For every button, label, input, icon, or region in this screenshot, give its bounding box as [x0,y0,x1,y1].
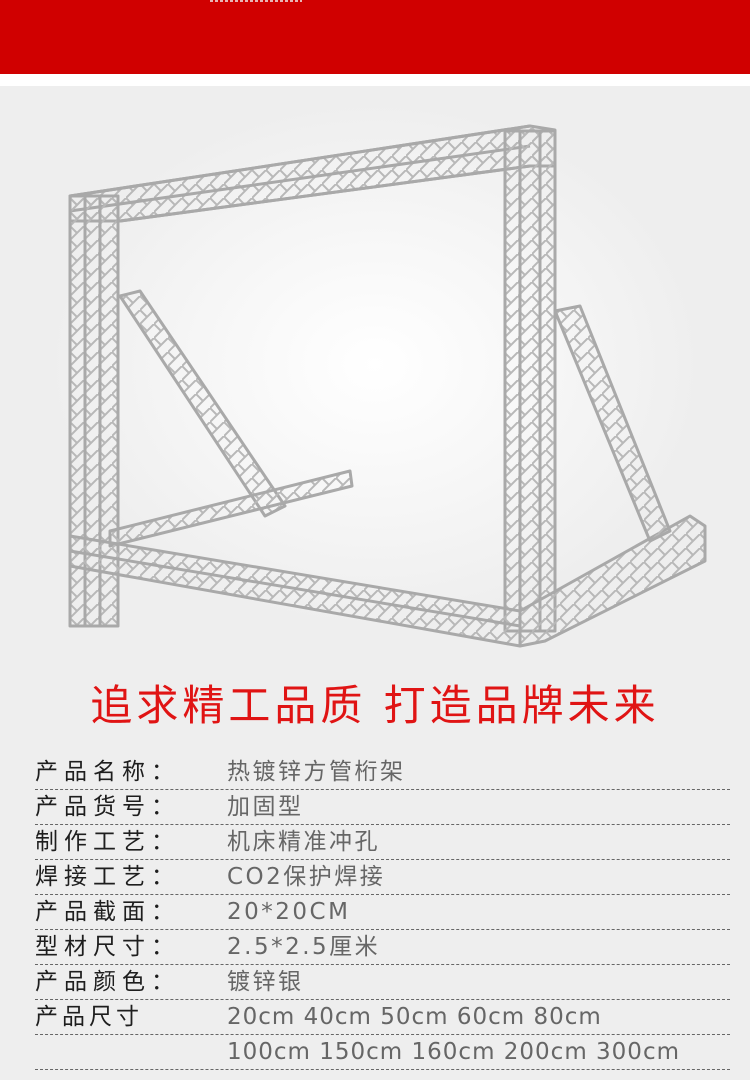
spec-row-color: 产品颜色： 镀锌银 [35,968,730,1000]
banner-decoration [210,0,302,2]
spec-label: 型材尺寸： [35,934,180,960]
spec-value: CO2保护焊接 [227,864,386,890]
spec-label: 焊接工艺： [35,864,180,890]
spec-value: 镀锌银 [227,969,304,995]
spec-value: 100cm 150cm 160cm 200cm 300cm [227,1039,680,1065]
spec-row-size-cont: 100cm 150cm 160cm 200cm 300cm [35,1038,730,1070]
spec-row-section: 产品截面： 20*20CM [35,898,730,930]
top-banner [0,0,750,74]
spec-value: 机床精准冲孔 [227,829,380,855]
banner-gap [0,74,750,86]
spec-row-name: 产品名称： 热镀锌方管桁架 [35,758,730,790]
spec-row-process: 制作工艺： 机床精准冲孔 [35,828,730,860]
slogan: 追求精工品质 打造品牌未来 [90,681,660,730]
spec-value: 20*20CM [227,899,351,925]
truss-frame-illustration [68,124,707,648]
spec-row-sku: 产品货号： 加固型 [35,793,730,825]
spec-label: 产品名称： [35,759,180,785]
spec-value: 2.5*2.5厘米 [227,934,381,960]
spec-row-profile: 型材尺寸： 2.5*2.5厘米 [35,933,730,965]
spec-value: 热镀锌方管桁架 [227,759,406,785]
spec-row-size: 产品尺寸 20cm 40cm 50cm 60cm 80cm [35,1003,730,1035]
spec-table: 产品名称： 热镀锌方管桁架 产品货号： 加固型 制作工艺： 机床精准冲孔 焊接工… [35,758,730,1073]
spec-value: 加固型 [227,794,304,820]
spec-label: 产品颜色： [35,969,180,995]
spec-row-welding: 焊接工艺： CO2保护焊接 [35,863,730,895]
spec-label: 产品货号： [35,794,180,820]
spec-value: 20cm 40cm 50cm 60cm 80cm [227,1004,602,1030]
spec-label: 产品尺寸 [35,1004,143,1030]
spec-label: 产品截面： [35,899,180,925]
spec-label: 制作工艺： [35,829,180,855]
product-image [0,86,750,666]
